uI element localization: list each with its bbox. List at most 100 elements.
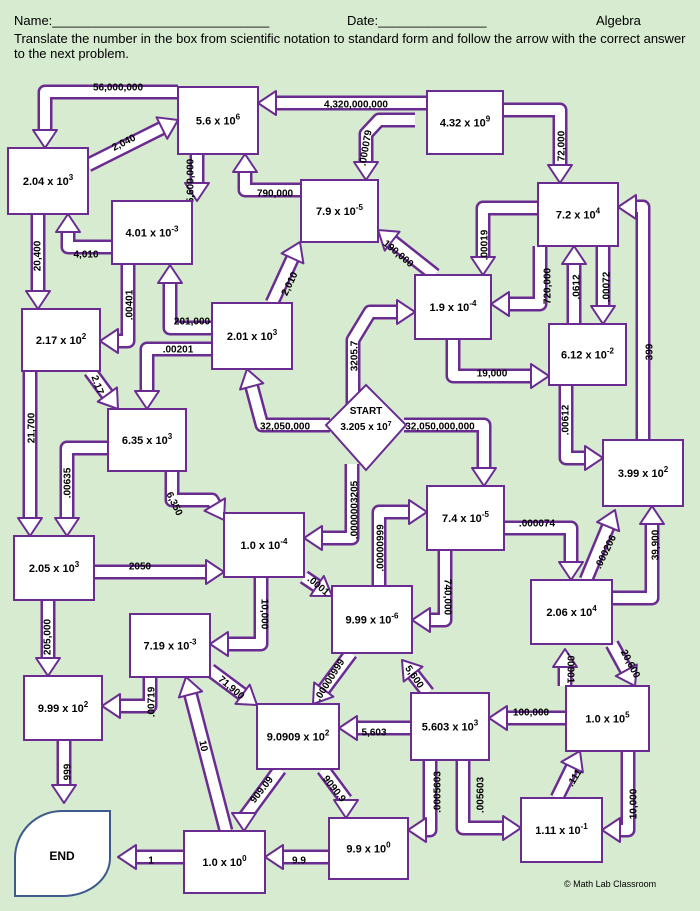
- answer-arrow: [25, 214, 51, 310]
- answer-arrow: [134, 341, 212, 410]
- problem-value: 5.603 x 103: [422, 719, 479, 734]
- problem-box: 6.35 x 103: [107, 408, 187, 472]
- problem-value: 3.99 x 102: [618, 465, 669, 480]
- answer-arrow: [157, 264, 212, 336]
- problem-value: 1.0 x 10-4: [241, 537, 288, 552]
- arrow-label: 399: [645, 343, 656, 360]
- arrow-label: 32,050,000: [260, 422, 310, 433]
- answer-arrow: [209, 577, 269, 657]
- problem-value: 7.4 x 10-5: [442, 510, 489, 525]
- answer-arrow: [99, 264, 136, 354]
- problem-value: 2.01 x 103: [227, 328, 278, 343]
- answer-arrow: [488, 705, 566, 731]
- arrow-label: .0005603: [433, 771, 444, 813]
- problem-value: 5.6 x 106: [196, 113, 241, 128]
- problem-value: 9.0909 x 102: [267, 729, 330, 744]
- answer-arrow: [239, 368, 330, 433]
- answer-arrow: [371, 499, 428, 586]
- problem-box: 5.603 x 103: [410, 692, 490, 761]
- problem-box: 5.6 x 106: [177, 86, 259, 155]
- problem-box: 7.4 x 10-5: [426, 485, 505, 551]
- arrow-label: 201,000: [174, 317, 211, 328]
- start-label: START: [350, 406, 383, 417]
- arrow-label: 10: [196, 739, 209, 753]
- answer-arrow: [590, 246, 616, 325]
- answer-arrow: [117, 844, 184, 870]
- problem-value: 2.04 x 103: [23, 173, 74, 188]
- answer-arrow: [550, 750, 584, 802]
- arrow-label: 100,000: [513, 708, 550, 719]
- problem-box: 2.06 x 104: [530, 579, 613, 645]
- problem-value: 2.06 x 104: [546, 604, 597, 619]
- answer-arrow: [490, 246, 548, 317]
- arrow-label: .0612: [572, 274, 583, 299]
- answer-arrow: [101, 677, 158, 719]
- arrow-label: 9.9: [292, 856, 306, 867]
- arrow-label: 999: [63, 763, 74, 780]
- answer-arrow: [231, 764, 287, 832]
- answer-arrow: [579, 509, 621, 583]
- problem-box: 1.0 x 105: [565, 685, 650, 752]
- answer-arrow: [265, 241, 305, 307]
- problem-box: 9.0909 x 102: [256, 703, 340, 770]
- copyright: © Math Lab Classroom: [564, 879, 657, 889]
- problem-box: 1.0 x 100: [183, 830, 266, 894]
- arrow-label: .000074: [519, 519, 556, 530]
- answer-arrow: [401, 659, 434, 698]
- arrow-label: 740,000: [441, 579, 452, 616]
- problem-value: 4.32 x 109: [440, 115, 491, 130]
- answer-arrow: [455, 760, 522, 841]
- problem-box: 1.0 x 10-4: [223, 512, 305, 578]
- subject-label: Algebra: [596, 13, 641, 28]
- arrow-label: .005603: [476, 776, 487, 813]
- problem-value: 1.11 x 10-1: [535, 822, 588, 837]
- problem-value: 2.17 x 102: [36, 332, 87, 347]
- arrow-label: 2050: [129, 562, 152, 573]
- answer-arrow: [35, 600, 61, 677]
- arrow-label: 1: [148, 856, 154, 867]
- problem-box: 7.2 x 104: [537, 182, 619, 247]
- arrow-label: 720,000: [543, 267, 554, 304]
- problem-box: 1.9 x 10-4: [414, 274, 492, 340]
- answer-arrow: [377, 229, 440, 281]
- arrow-label: 39,900: [651, 529, 662, 560]
- start-value: 3.205 x 107: [340, 421, 391, 433]
- arrow-label: .00401: [125, 289, 136, 320]
- answer-arrow: [299, 570, 333, 597]
- answer-arrow: [445, 339, 550, 389]
- arrow-label: 5,603: [361, 728, 386, 739]
- answer-arrow: [55, 213, 112, 255]
- arrow-label: 10,000: [629, 788, 640, 819]
- arrow-label: 21,700: [27, 412, 38, 443]
- date-line: Date:_______________: [347, 13, 487, 28]
- arrow-label: .00612: [561, 404, 572, 435]
- problem-value: 6.35 x 103: [122, 432, 173, 447]
- answer-arrow: [407, 760, 438, 843]
- problem-box: 9.9 x 100: [328, 817, 409, 880]
- answer-arrow: [257, 90, 427, 116]
- problem-box: 2.04 x 103: [7, 147, 89, 215]
- answer-arrow: [504, 520, 584, 581]
- answer-arrow: [164, 471, 227, 521]
- answer-arrow: [558, 385, 604, 471]
- arrow-label: .00719: [147, 686, 158, 717]
- arrow-label: .00072: [602, 271, 613, 302]
- problem-value: 9.99 x 10-6: [346, 612, 400, 627]
- answer-arrow: [316, 764, 359, 819]
- problem-box: 2.05 x 103: [13, 535, 95, 601]
- answer-arrow: [51, 740, 77, 804]
- problem-box: 2.01 x 103: [211, 302, 293, 370]
- problem-value: 2.05 x 103: [29, 560, 80, 575]
- arrow-label: 205,000: [43, 618, 54, 655]
- problem-box: 6.12 x 10-2: [548, 323, 627, 386]
- answer-arrow: [470, 200, 538, 276]
- arrow-label: .00201: [163, 345, 194, 356]
- arrow-label: 10,000: [258, 599, 269, 630]
- answer-arrow: [84, 116, 179, 172]
- problem-value: 7.2 x 104: [556, 207, 601, 222]
- problem-box: 1.11 x 10-1: [520, 797, 603, 863]
- answer-arrow: [411, 550, 453, 633]
- answer-arrow: [612, 505, 665, 606]
